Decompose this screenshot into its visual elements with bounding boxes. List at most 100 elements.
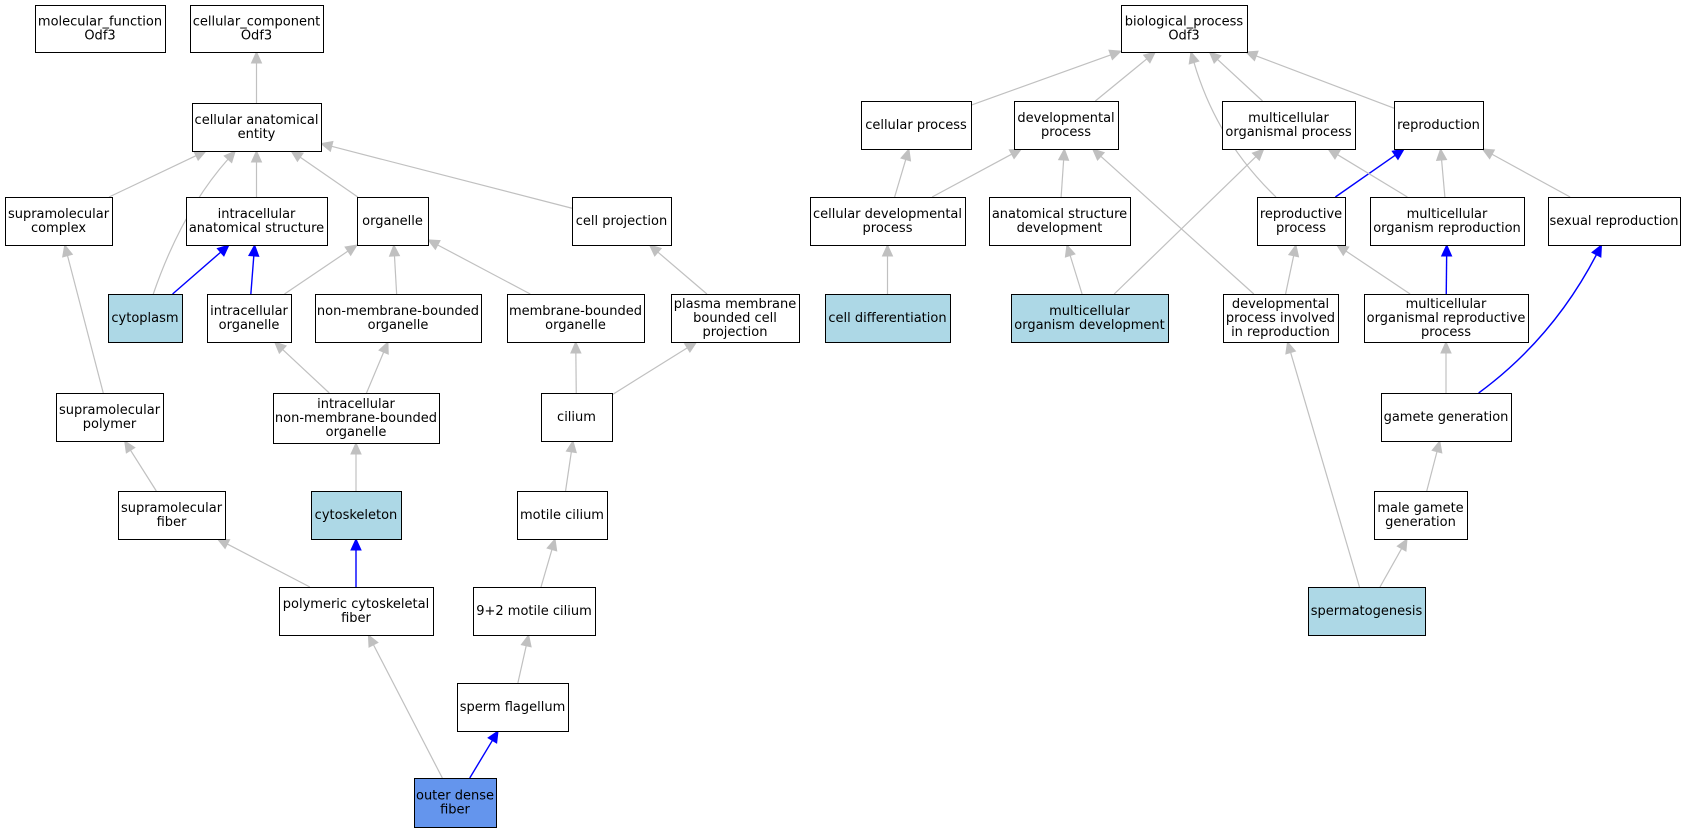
edge-multicellular-organism-development-to-multicellular-organismal-process <box>1113 148 1265 295</box>
node-box[interactable] <box>357 197 429 246</box>
edge-line <box>108 155 197 198</box>
node-cell-projection[interactable]: cell projection <box>572 197 672 246</box>
node-box[interactable] <box>207 294 292 343</box>
node-cell-differentiation[interactable]: cell differentiation <box>825 294 951 343</box>
node-box[interactable] <box>541 393 613 442</box>
node-box[interactable] <box>311 491 402 540</box>
node-cytoskeleton[interactable]: cytoskeleton <box>311 491 402 540</box>
node-box[interactable] <box>861 101 972 150</box>
node-box[interactable] <box>1014 101 1119 150</box>
edge-arrowhead <box>1481 148 1496 160</box>
node-label-line: fiber <box>440 803 470 818</box>
node-box[interactable] <box>1011 294 1169 343</box>
node-box[interactable] <box>1223 294 1339 343</box>
edge-arrowhead <box>388 243 401 257</box>
node-box[interactable] <box>56 393 164 442</box>
edge-line <box>1094 58 1148 102</box>
edge-line <box>564 451 572 492</box>
node-box[interactable] <box>473 587 596 636</box>
node-label-line: Odf3 <box>1168 29 1199 44</box>
node-box[interactable] <box>825 294 951 343</box>
node-box[interactable] <box>989 197 1131 246</box>
edge-arrowhead <box>1208 51 1222 65</box>
node-box[interactable] <box>35 5 166 53</box>
node-spermatogenesis[interactable]: spermatogenesis <box>1308 587 1426 636</box>
node-box[interactable] <box>1370 197 1525 246</box>
node-nine-plus-two-motile-cilium[interactable]: 9+2 motile cilium <box>473 587 596 636</box>
node-box[interactable] <box>118 491 226 540</box>
node-cilium[interactable]: cilium <box>541 393 613 442</box>
edge-motile-cilium-to-cilium <box>564 439 577 492</box>
node-sexual-reproduction[interactable]: sexual reproduction <box>1548 197 1681 246</box>
node-box[interactable] <box>315 294 482 343</box>
node-box[interactable] <box>457 683 569 732</box>
node-box[interactable] <box>1374 491 1468 540</box>
node-box[interactable] <box>1381 393 1512 442</box>
node-organelle[interactable]: organelle <box>357 197 429 246</box>
node-box[interactable] <box>507 294 645 343</box>
node-box[interactable] <box>572 197 672 246</box>
node-gamete-generation[interactable]: gamete generation <box>1381 393 1512 442</box>
node-box[interactable] <box>1394 101 1484 150</box>
edge-arrowhead <box>1440 340 1452 354</box>
node-cytoplasm[interactable]: cytoplasm <box>108 294 183 343</box>
node-reproduction[interactable]: reproduction <box>1394 101 1484 150</box>
node-box[interactable] <box>108 294 183 343</box>
node-box[interactable] <box>1121 5 1248 53</box>
node-cellular-process[interactable]: cellular process <box>861 101 972 150</box>
node-motile-cilium[interactable]: motile cilium <box>517 491 608 540</box>
node-box[interactable] <box>810 197 966 246</box>
node-box[interactable] <box>517 491 608 540</box>
node-box[interactable] <box>1548 197 1681 246</box>
edge-multicellular-organismal-reproductive-process-to-reproductive-process <box>1335 244 1411 295</box>
node-label-line: projection <box>703 325 768 340</box>
node-label-line: developmental <box>1232 297 1329 312</box>
node-box[interactable] <box>279 587 434 636</box>
node-box[interactable] <box>1222 101 1356 150</box>
node-box[interactable] <box>190 5 324 53</box>
node-box[interactable] <box>186 197 328 246</box>
node-box[interactable] <box>273 393 440 444</box>
node-box[interactable] <box>671 294 800 343</box>
edge-arrowhead <box>62 243 74 258</box>
node-box[interactable] <box>1308 587 1426 636</box>
edge-line <box>365 351 385 394</box>
node-label-line: plasma membrane <box>674 297 797 312</box>
node-label-line: 9+2 motile cilium <box>476 604 592 619</box>
node-box[interactable] <box>1257 197 1346 246</box>
node-sperm-flagellum[interactable]: sperm flagellum <box>457 683 569 732</box>
edge-intracellular-anatomical-structure-to-cellular-anatomical-entity <box>250 149 263 197</box>
node-box[interactable] <box>192 103 322 152</box>
edge-developmental-process-involved-in-reproduction-to-developmental-process <box>1091 148 1255 295</box>
node-box[interactable] <box>414 778 497 828</box>
edge-arrowhead <box>648 244 663 257</box>
node-box[interactable] <box>5 197 113 246</box>
edge-line <box>1334 154 1396 198</box>
node-intracellular-non-membrane-bounded-organelle[interactable]: intracellularnon-membrane-boundedorganel… <box>273 393 440 444</box>
node-box[interactable] <box>1364 294 1529 343</box>
